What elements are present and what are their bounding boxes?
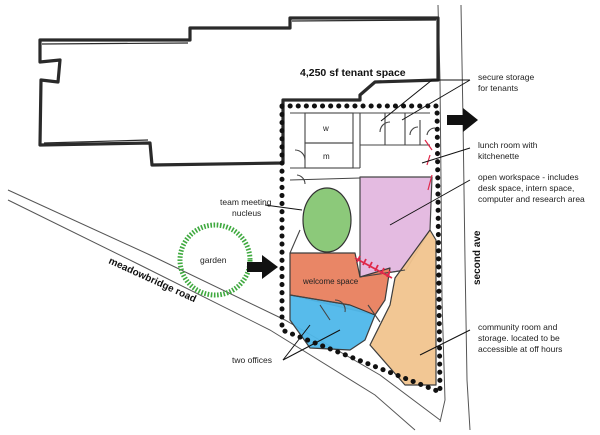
leader-team-meeting bbox=[264, 204, 303, 211]
entry-arrow-icon bbox=[447, 108, 478, 132]
team-meeting-nucleus bbox=[302, 187, 352, 253]
team-meeting-callout: team meeting nucleus bbox=[220, 197, 272, 218]
red-hatch bbox=[354, 255, 393, 279]
garden-ring bbox=[177, 222, 253, 298]
door-swings bbox=[294, 121, 436, 185]
meadowbridge-road-edge-upper bbox=[7, 189, 441, 421]
garden-label: garden bbox=[200, 255, 227, 265]
leader-secure-storage-2 bbox=[401, 79, 471, 121]
tenant-space-title: 4,250 sf tenant space bbox=[300, 67, 406, 79]
secure-storage-callout: secure storage for tenants bbox=[478, 72, 534, 93]
roads bbox=[7, 4, 471, 431]
entry-arrows bbox=[247, 108, 478, 279]
welcome-furniture bbox=[319, 299, 381, 323]
red-accent bbox=[354, 139, 433, 279]
lunch-room-callout: lunch room with kitchenette bbox=[478, 140, 538, 161]
leader-open-workspace bbox=[389, 179, 471, 226]
leader-community bbox=[419, 329, 471, 356]
community-zone bbox=[369, 229, 437, 386]
leader-secure-storage-1 bbox=[380, 79, 470, 122]
building-outline-echo bbox=[41, 19, 437, 144]
community-room-line3: accessible at off hours bbox=[478, 344, 562, 354]
room-m-label: m bbox=[323, 152, 330, 161]
team-meeting-line1: team meeting bbox=[220, 197, 272, 207]
open-workspace-line2: desk space, intern space, bbox=[478, 183, 574, 193]
building-outline bbox=[38, 16, 440, 167]
red-sketch-corner bbox=[424, 139, 433, 191]
community-room-line1: community room and bbox=[478, 322, 558, 332]
leader-two-offices-1 bbox=[282, 324, 311, 361]
upper-room-lines bbox=[290, 112, 430, 169]
leader-lines bbox=[264, 79, 471, 361]
room-w-label: w bbox=[322, 124, 329, 133]
tenant-boundary bbox=[279, 103, 443, 395]
meadowbridge-road-label: meadowbridge road bbox=[107, 256, 198, 305]
open-workspace-line3: computer and research area bbox=[478, 194, 585, 204]
two-offices-label: two offices bbox=[232, 355, 272, 365]
lunch-room-line2: kitchenette bbox=[478, 151, 519, 161]
open-workspace-line1: open workspace - includes bbox=[478, 172, 579, 182]
welcome-space-label: welcome space bbox=[302, 277, 359, 286]
community-room-line2: storage. located to be bbox=[478, 333, 560, 343]
lunch-room-line1: lunch room with bbox=[478, 140, 538, 150]
offices-zone bbox=[289, 294, 376, 351]
leader-two-offices-2 bbox=[282, 329, 341, 361]
leader-lunch-room bbox=[421, 147, 471, 164]
second-ave-edge-right bbox=[460, 4, 471, 431]
entry-arrow-icon bbox=[247, 255, 278, 279]
secure-storage-line1: secure storage bbox=[478, 72, 534, 82]
zone-edges bbox=[289, 177, 406, 306]
storage-room-w bbox=[304, 112, 354, 144]
community-room-callout: community room and storage. located to b… bbox=[478, 322, 562, 354]
secure-storage-line2: for tenants bbox=[478, 83, 518, 93]
second-ave-label: second ave bbox=[472, 230, 483, 285]
existing-building bbox=[38, 16, 440, 167]
open-workspace-callout: open workspace - includes desk space, in… bbox=[478, 172, 585, 204]
program-zones bbox=[289, 176, 437, 386]
team-meeting-line2: nucleus bbox=[232, 208, 261, 218]
meadowbridge-road-edge-lower bbox=[7, 199, 416, 431]
interior-sketch bbox=[289, 112, 436, 323]
second-ave-edge-left bbox=[437, 4, 446, 423]
